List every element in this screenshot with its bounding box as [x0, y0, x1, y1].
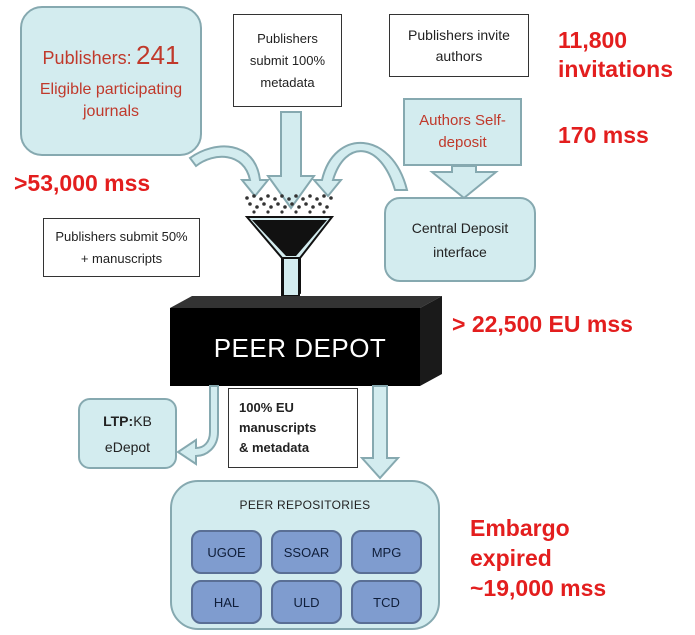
- ltp-prefix: LTP:: [103, 412, 134, 429]
- repo-mpg: MPG: [351, 530, 422, 574]
- down-arrow-metadata: [266, 111, 316, 210]
- curved-arrow-right: [311, 142, 409, 198]
- metadata-box: Publishers submit 100% metadata: [233, 14, 342, 107]
- publishers-subtitle: Eligible participating journals: [39, 80, 183, 120]
- stat-invitations-label: invitations: [558, 56, 674, 82]
- stat-invitations-count: 11,800: [558, 27, 628, 53]
- submit-manuscripts-box: Publishers submit 50% + manuscripts: [43, 218, 200, 277]
- ltp-line1: LTP:KB: [103, 408, 152, 434]
- eu-line2: manuscripts: [239, 420, 317, 435]
- peer-depot-label: PEER DEPOT: [213, 333, 387, 363]
- eu-manuscripts-box: 100% EU manuscripts & metadata: [228, 388, 358, 468]
- manuscript-dots: [245, 194, 333, 214]
- central-deposit-box: Central Deposit interface: [384, 197, 536, 282]
- invite-authors-box: Publishers invite authors: [389, 14, 529, 77]
- down-arrow-self-deposit: [429, 165, 499, 200]
- publishers-label: Publishers: 241: [43, 40, 180, 71]
- central-deposit-text: Central Deposit interface: [411, 219, 509, 260]
- publishers-box: Publishers: 241 Eligible participating j…: [20, 6, 202, 156]
- publishers-prefix: Publishers:: [42, 47, 132, 68]
- self-deposit-text: Authors Self-deposit: [419, 112, 506, 151]
- curved-arrow-left: [188, 145, 271, 198]
- repo-uld: ULD: [271, 580, 342, 624]
- repositories-title: PEER REPOSITORIES: [239, 498, 371, 512]
- ltp-line2: eDepot: [104, 438, 151, 455]
- repo-hal: HAL: [191, 580, 262, 624]
- stat-embargo-line3: ~19,000 mss: [470, 575, 607, 601]
- peer-depot-block: [170, 296, 442, 386]
- self-deposit-box: Authors Self-deposit: [403, 98, 522, 166]
- stat-eu-mss: > 22,500 EU mss: [452, 311, 633, 337]
- down-arrow-repositories: [359, 385, 401, 480]
- repo-ugoe: UGOE: [191, 530, 262, 574]
- eu-line1: 100% EU: [239, 400, 294, 415]
- publishers-count: 241: [136, 39, 180, 70]
- stat-embargo-line1: Embargo: [470, 515, 570, 541]
- repo-ssoar: SSOAR: [271, 530, 342, 574]
- stat-embargo-line2: expired: [470, 545, 552, 571]
- funnel-icon: [244, 216, 335, 302]
- metadata-text: Publishers submit 100% metadata: [249, 30, 326, 90]
- submit-manuscripts-text: Publishers submit 50% + manuscripts: [55, 228, 188, 266]
- ltp-kb: KB: [133, 412, 152, 429]
- repo-tcd: TCD: [351, 580, 422, 624]
- ltp-edepot-box: LTP:KB eDepot: [78, 398, 177, 469]
- invite-text: Publishers invite authors: [408, 26, 510, 64]
- stat-53000-mss: >53,000 mss: [14, 170, 151, 196]
- stat-embargo: Embargo expired ~19,000 mss: [470, 513, 606, 603]
- stat-invitations: 11,800 invitations: [558, 26, 673, 84]
- curved-arrow-ltp: [176, 385, 219, 466]
- eu-line3: & metadata: [239, 440, 310, 455]
- stat-170-mss: 170 mss: [558, 122, 649, 148]
